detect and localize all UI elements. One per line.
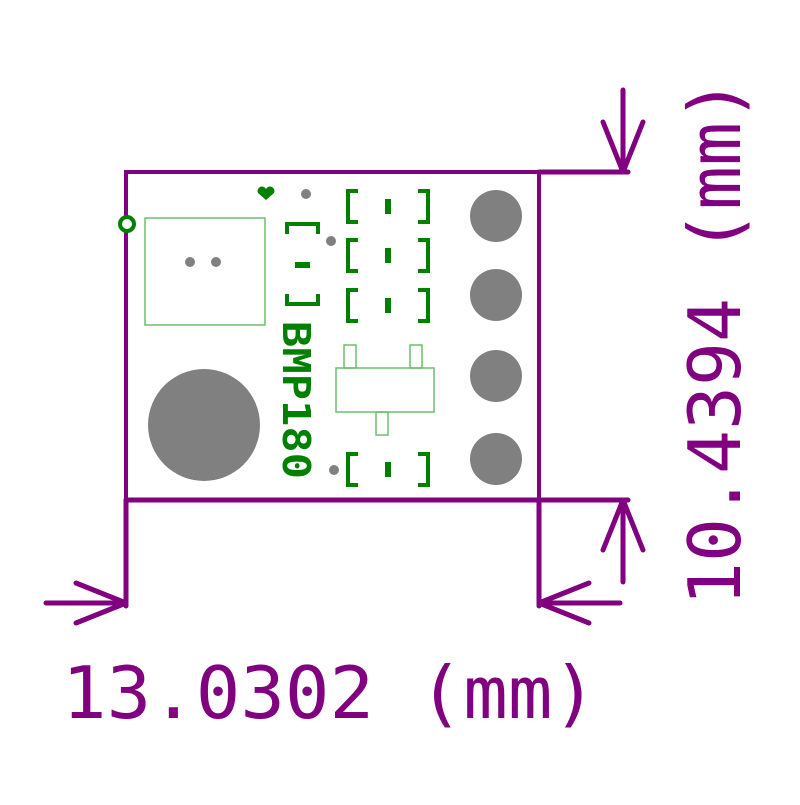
header-pads — [470, 190, 522, 485]
via — [301, 189, 311, 199]
header-pad-1 — [470, 190, 522, 242]
dimension-lines — [123, 169, 631, 609]
arrow-left-icon — [536, 580, 623, 626]
capacitor-c1 — [346, 189, 430, 224]
arrow-right-icon — [43, 580, 129, 626]
sensor-vent-dot-right — [211, 257, 221, 267]
via — [326, 236, 336, 246]
capacitor-c2 — [346, 238, 430, 273]
heart-icon — [257, 186, 275, 200]
width-dimension-label: 13.0302 (mm) — [62, 651, 597, 735]
resistor-vertical — [285, 222, 320, 306]
header-pad-2 — [470, 269, 522, 321]
sensor-vent-dot-left — [185, 257, 195, 267]
header-pad-3 — [470, 350, 522, 402]
board-name-label: BMP180 — [274, 321, 318, 479]
regulator-outline — [335, 344, 435, 436]
arrow-up-icon — [600, 497, 646, 585]
pin-one-marker — [118, 215, 136, 233]
dimension-arrows — [43, 87, 646, 626]
header-pad-4 — [470, 433, 522, 485]
via — [329, 465, 339, 475]
capacitor-c4 — [346, 452, 430, 487]
vias — [301, 189, 339, 475]
arrow-down-icon — [600, 87, 646, 175]
sensor-package-outline — [144, 217, 266, 326]
passive-components — [285, 189, 430, 487]
height-dimension-label: 10.4394 (mm) — [673, 78, 757, 606]
mounting-hole-pad — [148, 369, 260, 481]
capacitor-c3 — [346, 288, 430, 323]
